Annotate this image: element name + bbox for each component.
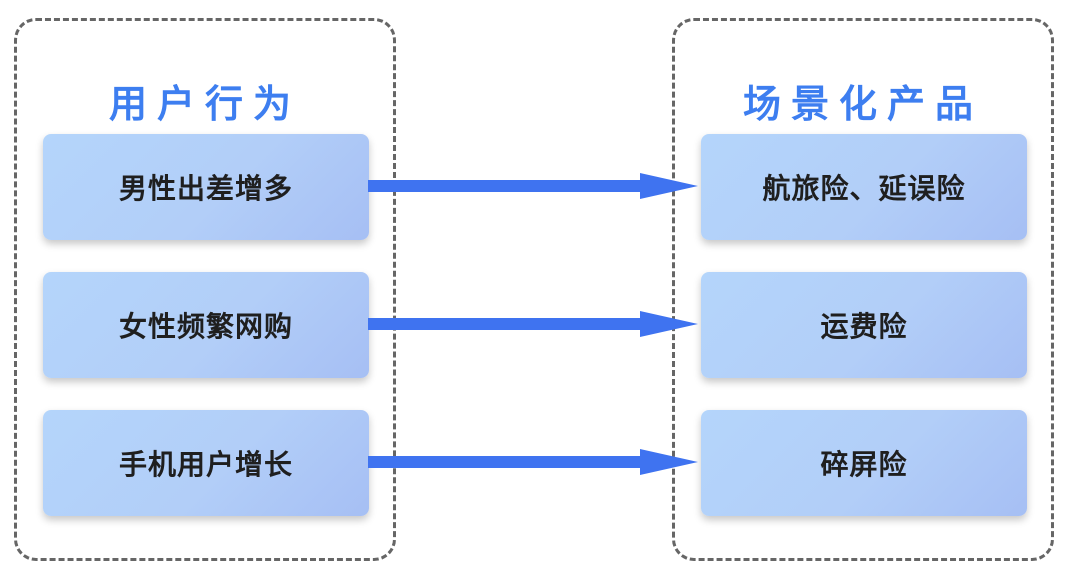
behavior-label-1: 男性出差增多 (118, 172, 293, 205)
product-label-1: 航旅险、延误险 (762, 172, 966, 205)
behavior-box-2: 女性频繁网购 (43, 272, 369, 378)
scenario-product-group: 场景化产品 航旅险、延误险 运费险 碎屏险 (672, 18, 1054, 561)
behavior-box-1: 男性出差增多 (43, 134, 369, 240)
scenario-product-title: 场景化产品 (742, 82, 983, 126)
behavior-label-2: 女性频繁网购 (118, 310, 293, 343)
arrow-1 (368, 173, 698, 199)
arrow-2 (368, 311, 698, 337)
arrow-3 (368, 449, 698, 475)
user-behavior-title: 用户行为 (108, 82, 301, 126)
product-label-3: 碎屏险 (820, 448, 908, 481)
product-box-2: 运费险 (701, 272, 1027, 378)
product-box-1: 航旅险、延误险 (701, 134, 1027, 240)
behavior-box-3: 手机用户增长 (43, 410, 369, 516)
user-behavior-group: 用户行为 男性出差增多 女性频繁网购 手机用户增长 (14, 18, 396, 561)
product-label-2: 运费险 (820, 310, 908, 343)
behavior-label-3: 手机用户增长 (118, 448, 293, 481)
product-box-3: 碎屏险 (701, 410, 1027, 516)
